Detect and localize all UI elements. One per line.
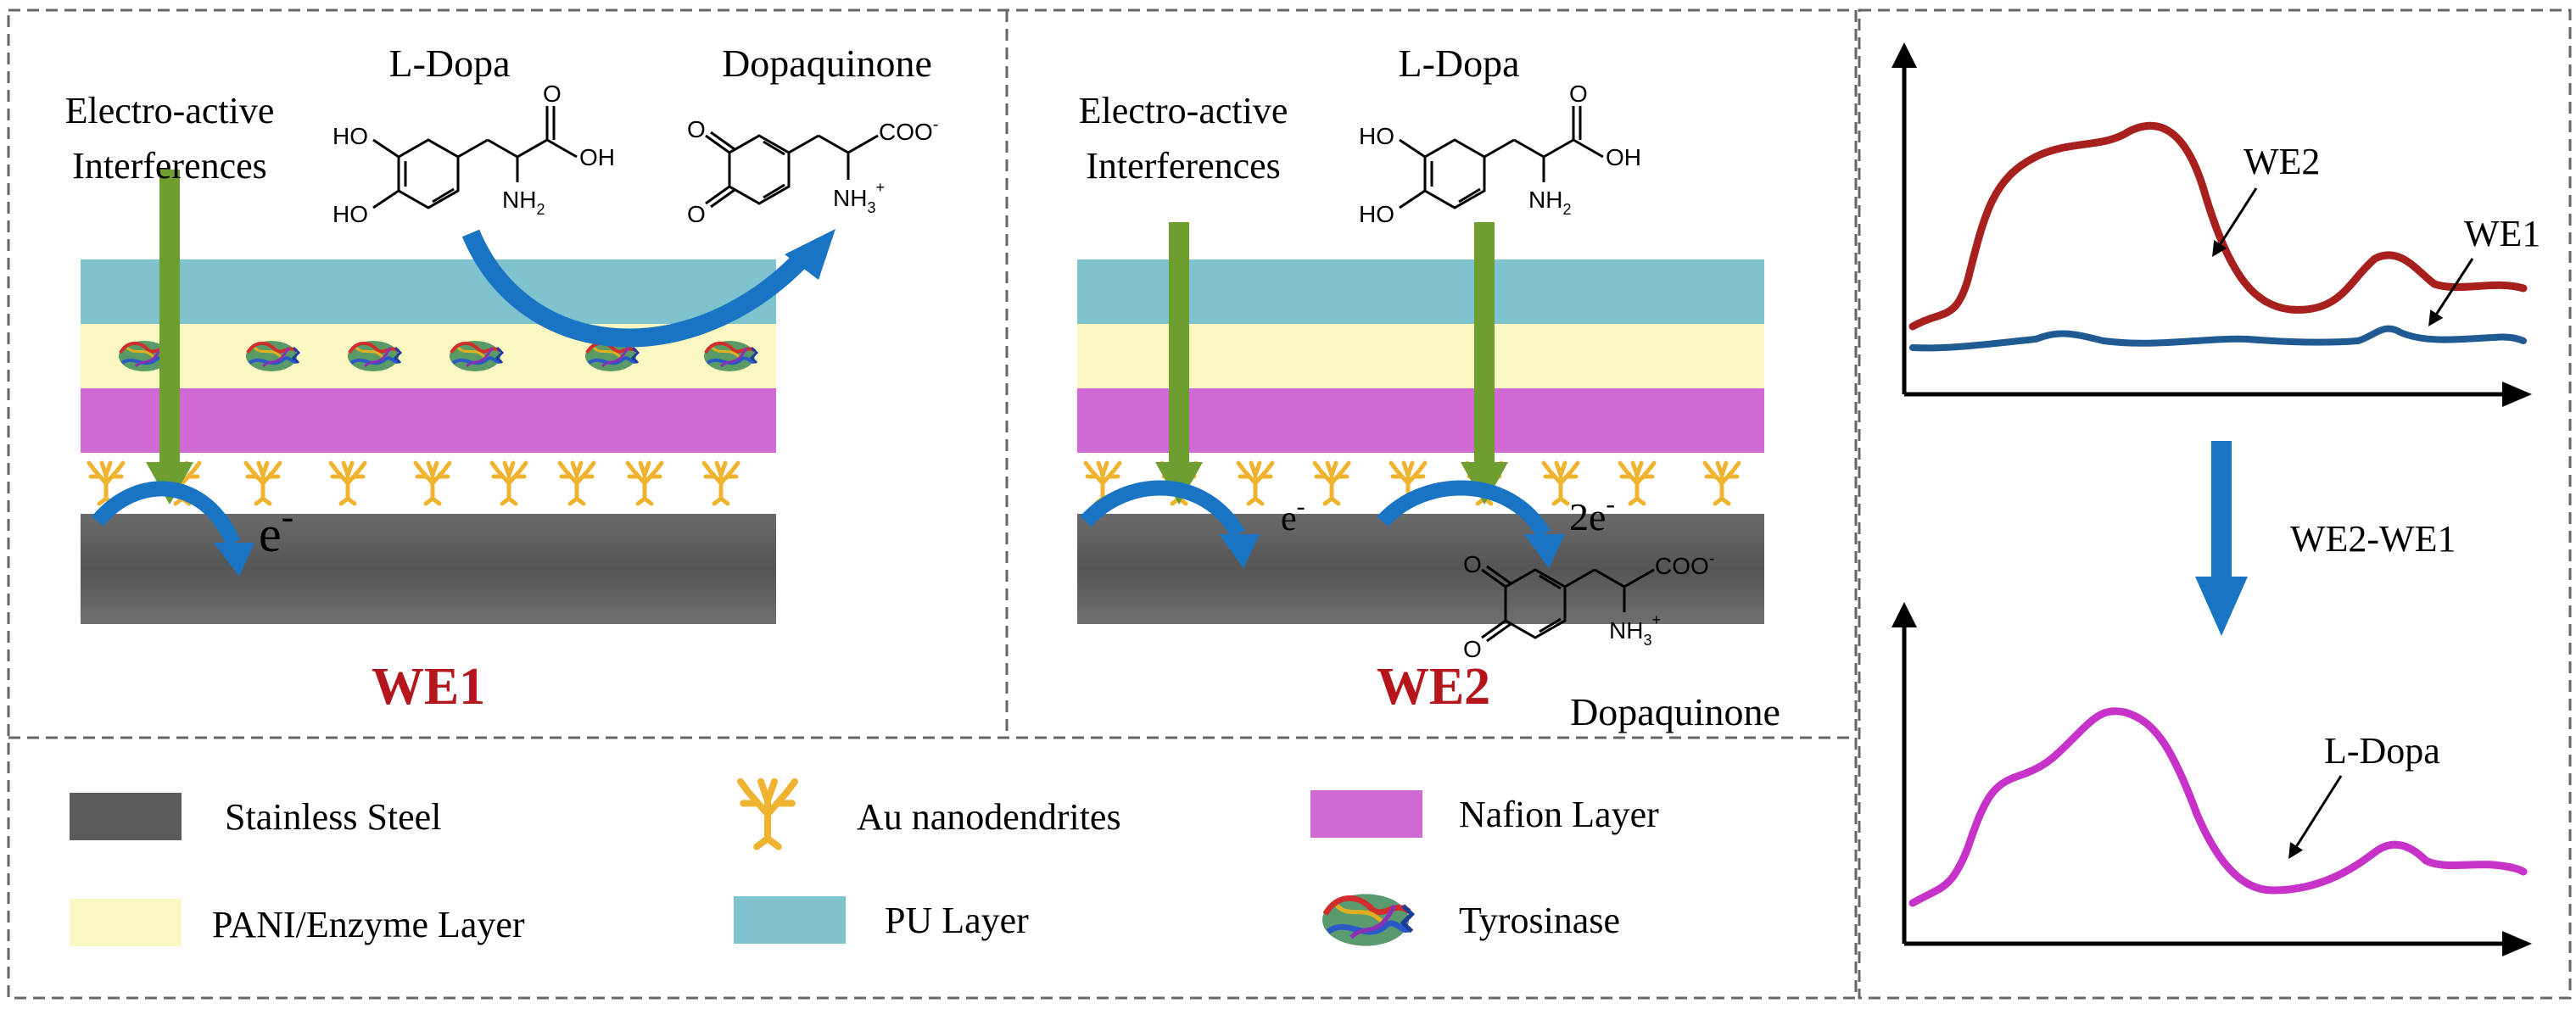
legend-swatch-nafion <box>1310 790 1422 838</box>
panel-we2: Electro-active Interferences L-Dopa e- 2… <box>1077 42 1780 733</box>
bottom-label-ldopa: L-Dopa <box>2324 730 2440 772</box>
we1-dq-o-top: O <box>687 116 706 142</box>
ldopa-signal-curve <box>1908 707 2528 907</box>
we1-ldopa-ho-bottom: HO <box>332 201 368 227</box>
we2-dopaquinone-structure <box>1481 565 1655 643</box>
top-plot-x-arrowhead <box>2502 382 2532 407</box>
legend-label-stainless: Stainless Steel <box>225 796 441 838</box>
top-plot-axes <box>1902 64 2506 397</box>
we2-dq-nh3: NH3+ <box>1609 611 1661 649</box>
we1-oxidation-arrow <box>461 229 813 348</box>
legend-swatch-pu <box>734 896 846 944</box>
legend-label-au: Au nanodendrites <box>857 796 1121 838</box>
we2-ldopa-nh2: NH2 <box>1528 187 1571 218</box>
we2-signal-curve <box>1908 121 2528 331</box>
we2-ldopa-o: O <box>1569 81 1588 107</box>
subtraction-arrow <box>2195 441 2248 636</box>
we2-pani-layer <box>1077 324 1764 388</box>
we2-ldopa-oh: OH <box>1606 144 1641 170</box>
we1-dopaquinone-structure <box>705 131 879 209</box>
legend-swatch-pani <box>70 899 182 946</box>
we1-pointer <box>2428 258 2474 327</box>
we2-dq-o-bottom: O <box>1463 636 1482 662</box>
top-label-we2: WE2 <box>2244 141 2320 182</box>
we1-ldopa-oh: OH <box>579 144 615 170</box>
legend-label-tyrosinase: Tyrosinase <box>1459 900 1620 941</box>
bottom-plot-y-arrowhead <box>1891 602 1917 627</box>
we2-stainless-steel <box>1077 514 1764 624</box>
we2-dq-o-top: O <box>1463 551 1482 577</box>
we2-ldopa-ho-bottom: HO <box>1359 201 1394 227</box>
we2-electron-label-1: e- <box>1281 493 1305 538</box>
we1-dq-o-bottom: O <box>687 201 706 227</box>
we1-ldopa-o: O <box>543 81 562 107</box>
legend-label-nafion: Nafion Layer <box>1459 794 1659 835</box>
we2-electron-arrow-2 <box>1377 480 1551 538</box>
we1-pu-layer <box>81 259 776 324</box>
we1-electron-label: e- <box>259 496 293 562</box>
we2-substrate-label: L-Dopa <box>1398 42 1519 85</box>
we2-pointer <box>2212 187 2258 258</box>
legend-label-pu: PU Layer <box>885 900 1029 941</box>
we2-ldopa-ho-top: HO <box>1359 123 1394 149</box>
legend-swatch-tyrosinase <box>1322 894 1411 945</box>
we2-interferences-line2: Interferences <box>1086 145 1281 187</box>
we1-ldopa-nh2: NH2 <box>502 187 545 218</box>
ldopa-pointer <box>2288 775 2343 860</box>
top-label-we1: WE1 <box>2464 213 2540 254</box>
we2-interferences-line1: Electro-active <box>1079 90 1288 131</box>
legend-label-pani: PANI/Enzyme Layer <box>212 904 525 945</box>
we1-dq-nh3: NH3+ <box>833 179 885 216</box>
we1-stainless-steel <box>81 514 776 624</box>
we1-label: WE1 <box>372 658 485 716</box>
we1-electron-arrow <box>92 481 241 546</box>
we1-interference-arrow <box>146 170 193 504</box>
legend: Stainless Steel Au nanodendrites Nafion … <box>70 782 1659 946</box>
we1-product-label: Dopaquinone <box>722 42 932 85</box>
legend-swatch-stainless <box>70 793 182 840</box>
legend-swatch-au <box>740 782 795 847</box>
we2-dq-coo: COO- <box>1655 549 1714 579</box>
bottom-plot-x-arrowhead <box>2502 931 2532 956</box>
we1-ldopa-structure <box>372 106 578 209</box>
subtraction-label: WE2-WE1 <box>2290 518 2456 560</box>
we1-substrate-label: L-Dopa <box>388 42 510 85</box>
we1-nafion-layer <box>81 388 776 453</box>
we2-product-label: Dopaquinone <box>1570 690 1780 733</box>
bottom-plot-axes <box>1902 623 2506 946</box>
signals-panel: WE2 WE1 WE2-WE1 L-Dopa <box>1891 42 2540 956</box>
we1-dq-coo: COO- <box>879 115 938 145</box>
we2-pu-layer <box>1077 259 1764 324</box>
right-panel-frame <box>1858 8 2572 1000</box>
top-plot-y-arrowhead <box>1891 42 1917 68</box>
we1-ldopa-ho-top: HO <box>332 123 368 149</box>
we2-electron-label-2: 2e- <box>1569 488 1615 538</box>
we2-electron-arrow-1 <box>1080 480 1245 538</box>
panel-we1: Electro-active Interferences L-Dopa Dopa… <box>65 42 932 716</box>
left-panels-frame <box>7 8 1858 1000</box>
we1-signal-curve <box>1909 325 2527 352</box>
we2-label: WE2 <box>1377 658 1490 716</box>
we2-nafion-layer <box>1077 388 1764 453</box>
we1-interferences-line2: Interferences <box>72 145 267 187</box>
we2-ldopa-structure <box>1399 106 1604 209</box>
we1-interferences-line1: Electro-active <box>65 90 275 131</box>
